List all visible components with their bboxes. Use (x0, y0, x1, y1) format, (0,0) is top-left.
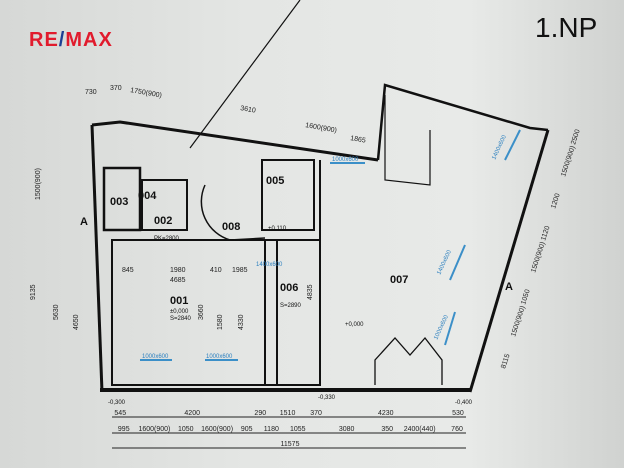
room-level: ±0,000 (170, 309, 189, 315)
dimension-label: 1985 (232, 267, 248, 274)
window-size: 1400x600 (256, 262, 283, 268)
walls (90, 0, 550, 393)
dimension-label: 4650 (73, 314, 80, 330)
dimension-label: 2400(440) (404, 426, 436, 433)
level-marker: +0,000 (345, 322, 364, 328)
dimension-label: 8115 (500, 353, 511, 370)
dimension-label: 3610 (240, 105, 257, 115)
level-marker: -0,300 (108, 400, 126, 406)
room-label-002: 002 (154, 215, 172, 227)
dimension-label: 1055 (290, 426, 306, 433)
dimension-label: 545 (114, 410, 126, 417)
room-label-007: 007 (390, 274, 408, 286)
dimension-label: 760 (451, 426, 463, 433)
level-marker: +0,110 (268, 226, 287, 232)
dimension-label: 4330 (238, 314, 245, 330)
room-label-008: 008 (222, 221, 240, 233)
dimension-label: 1510 (280, 410, 296, 417)
dimension-label: 905 (241, 426, 253, 433)
room-003-walls (102, 166, 142, 232)
right-wall (468, 129, 550, 393)
dimension-label: 1500(900) (530, 241, 547, 274)
dimension-label: 1200 (550, 193, 562, 210)
window-marks (140, 129, 521, 361)
dimension-label: 9135 (30, 284, 37, 300)
dimension-label: 1600(900) (201, 426, 233, 433)
dimension-label: 1865 (350, 135, 367, 145)
dimension-label: 3660 (198, 304, 205, 320)
room-area: S=2890 (280, 303, 302, 309)
total-dimension: 11575 (281, 441, 300, 448)
top-wall (91, 120, 379, 162)
dimension-label: 370 (310, 410, 322, 417)
window-size: 1000x600 (206, 354, 233, 360)
dimension-label: 1750(900) (130, 87, 163, 99)
room-001-walls (111, 239, 278, 386)
dimension-label: 1180 (264, 426, 279, 433)
dimension-label: 1600(900) (305, 122, 338, 134)
pencil-line (189, 0, 301, 149)
window-size: 1000x600 (332, 157, 359, 163)
room-label-006: 006 (280, 282, 298, 294)
room-005-walls (261, 159, 315, 231)
dimension-label: 1980 (170, 267, 186, 274)
level-marker: -0,330 (318, 395, 336, 401)
dimension-label: 4685 (170, 277, 186, 284)
dimension-label: 370 (110, 85, 122, 92)
remax-logo: RE/MAX (29, 29, 113, 52)
logo-text: MAX (65, 29, 113, 51)
dimension-label: 2500 (570, 129, 582, 146)
level-marker: -0,400 (455, 400, 473, 406)
dimension-label: 410 (210, 267, 222, 274)
dimension-label: 530 (452, 410, 464, 417)
dimension-label: 3080 (339, 426, 355, 433)
room-002-walls (141, 179, 188, 231)
dimension-label: 1050 (178, 426, 194, 433)
top-right-wall (376, 83, 549, 161)
dimension-label: 1600(900) (138, 426, 170, 433)
room-area: S=2840 (170, 316, 192, 322)
dimension-label: 5630 (53, 304, 60, 320)
logo-text: RE (29, 29, 59, 51)
floor-label: 1.NP (535, 12, 598, 43)
dimension-label: 350 (381, 426, 393, 433)
bay-window (374, 336, 443, 385)
room-label-004: 004 (138, 190, 157, 202)
room-label-001: 001 (170, 295, 188, 307)
dimension-label: 995 (118, 426, 130, 433)
left-wall (90, 124, 104, 393)
section-mark: A (505, 281, 513, 293)
dimension-label: 1580 (217, 314, 224, 330)
dimension-label: 1050 (520, 289, 532, 306)
dimension-label: 1500(900) (560, 145, 577, 178)
room-label-003: 003 (110, 196, 128, 208)
logo-slash: / (58, 29, 66, 51)
dimension-label: 290 (254, 410, 266, 417)
dimension-label: 845 (122, 267, 134, 274)
bathroom-fixtures (384, 95, 431, 186)
window-size: 1400x600 (436, 249, 453, 276)
window-size: 1000x600 (142, 354, 169, 360)
dimension-label: 4200 (184, 410, 200, 417)
room-label-005: 005 (266, 175, 284, 187)
dimension-label: 4835 (307, 284, 314, 300)
dimension-label: 1500(900) (510, 305, 527, 338)
room-area: PK=2800 (154, 236, 180, 242)
dimension-label: 730 (85, 89, 97, 96)
dimension-label: 1120 (540, 225, 551, 242)
staircase (200, 184, 266, 241)
dimension-label: 1500(900) (35, 168, 42, 200)
section-mark: A (80, 216, 88, 228)
dimension-label: 4230 (378, 410, 394, 417)
